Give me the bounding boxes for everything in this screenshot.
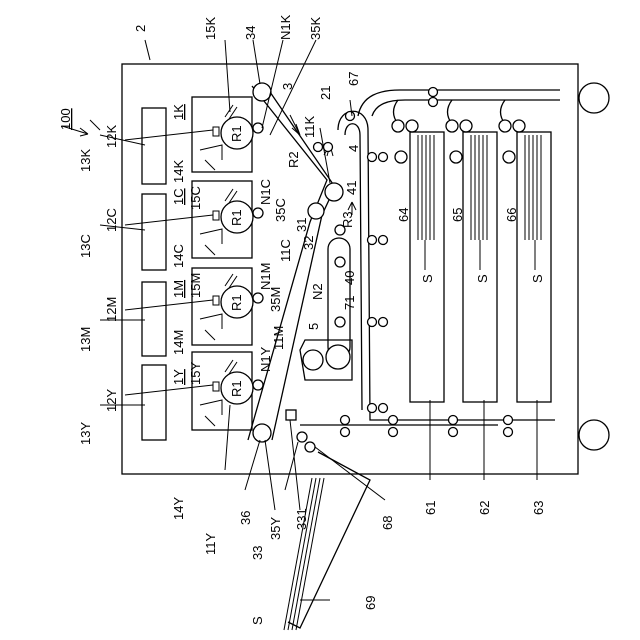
label-roller-31: 31 [294, 218, 309, 232]
label-cassette-66: 66 [504, 208, 519, 222]
label-developer-c: 12C [104, 208, 119, 232]
label-cassette-64: 64 [396, 208, 411, 222]
label-drum-c: R1 [229, 209, 244, 226]
label-station-c: 1C [171, 188, 186, 205]
label-tray-69: 69 [363, 596, 378, 610]
label-roller-36: 36 [238, 511, 253, 525]
path-rollers [314, 88, 526, 437]
label-r2: R2 [286, 151, 301, 168]
label-nip-k: N1K [278, 14, 293, 40]
label-device: 100 [58, 108, 73, 130]
label-cartridge-m: 13M [78, 327, 93, 352]
label-tray-63: 63 [531, 501, 546, 515]
top-wheel [579, 83, 609, 113]
label-developer-m: 12M [104, 297, 119, 322]
label-roller-68: 68 [380, 516, 395, 530]
label-manual-sheet: S [250, 616, 265, 625]
toner-cartridge-c [142, 194, 166, 270]
transfer-roller-y [253, 380, 263, 390]
label-roller-32: 32 [301, 236, 316, 250]
paper-path-inner [345, 124, 362, 410]
fixing-roller [303, 350, 323, 370]
label-roller-33: 33 [250, 546, 265, 560]
label-cartridge-k: 13K [78, 149, 93, 172]
label-cleaner-m: 14M [171, 330, 186, 355]
transfer-roller-m [253, 293, 263, 303]
label-backup-k: 11K [302, 116, 317, 138]
label-transfer: 4 [346, 145, 361, 152]
cassette-63 [517, 132, 551, 402]
label-tray-61: 61 [423, 501, 438, 515]
label-cleaner-c: 14C [171, 244, 186, 268]
label-nip-c: N1C [258, 179, 273, 205]
label-roller-y: 35Y [268, 517, 283, 540]
sensor-331 [286, 410, 296, 420]
transfer-roller-c [253, 208, 263, 218]
label-roller-34: 34 [243, 26, 258, 40]
feed-path-top [358, 90, 560, 116]
label-roller-40: 40 [342, 271, 357, 285]
label-drum-k: R1 [229, 125, 244, 142]
label-roller-67: 67 [346, 72, 361, 86]
pressure-roller [326, 345, 350, 369]
label-cartridge-y: 13Y [78, 422, 93, 445]
cassette-61 [410, 132, 444, 402]
label-body: 2 [133, 25, 148, 32]
belt-direction-arrow [290, 115, 300, 135]
label-cartridge-c: 13C [78, 234, 93, 258]
label-roller-21: 21 [318, 86, 333, 100]
label-developer-y: 12Y [104, 389, 119, 412]
belt-roller-36 [253, 424, 271, 442]
label-cleaner-y: 14Y [171, 497, 186, 520]
label-nip-m: N1M [258, 263, 273, 290]
drive-roller-31 [325, 183, 343, 201]
label-cleaner-k: 14K [171, 160, 186, 183]
toner-cartridge-k [142, 108, 166, 184]
label-cassette-65: 65 [450, 208, 465, 222]
label-roller-k: 35K [308, 17, 323, 40]
label-roller-41: 41 [344, 181, 359, 195]
label-roller-71: 71 [342, 296, 357, 310]
label-sensor-331: 331 [294, 508, 309, 530]
label-roller-m: 35M [268, 287, 283, 312]
label-backup-m: 11M [271, 326, 286, 350]
label-charger-y: 15Y [188, 362, 203, 385]
manual-sheets [284, 478, 324, 630]
bottom-wheel [579, 420, 609, 450]
label-station-m: 1M [171, 280, 186, 298]
label-sheet-s-1: S [420, 274, 435, 283]
label-charger-c: 15C [188, 186, 203, 210]
label-r3: R3 [340, 211, 355, 228]
label-charger-m: 15M [188, 273, 203, 298]
roller-32 [308, 203, 324, 219]
label-backup-y: 11Y [203, 533, 218, 555]
paper-stacks [418, 135, 541, 240]
label-station-y: 1Y [171, 369, 186, 385]
toner-cartridge-y [142, 365, 166, 440]
label-drum-y: R1 [229, 380, 244, 397]
label-tray-62: 62 [477, 501, 492, 515]
belt-roller-34 [253, 83, 271, 101]
label-n2: N2 [310, 283, 325, 300]
label-station-k: 1K [171, 104, 186, 120]
transfer-roller-k [253, 123, 263, 133]
label-sheet-s-3: S [530, 274, 545, 283]
label-nip-y: N1Y [258, 346, 273, 372]
label-sheet-s-2: S [475, 274, 490, 283]
label-fixing: 5 [306, 323, 321, 330]
label-drum-m: R1 [229, 294, 244, 311]
label-roller-c: 35C [273, 198, 288, 222]
feed-roller-68 [305, 442, 315, 452]
label-developer-k: 12K [104, 125, 119, 148]
label-belt: 3 [280, 83, 295, 90]
toner-cartridge-m [142, 282, 166, 356]
feed-path-top-2 [372, 100, 560, 116]
label-backup-c: 11C [278, 239, 293, 262]
feed-roller-33 [297, 432, 307, 442]
label-charger-k: 15K [203, 17, 218, 40]
